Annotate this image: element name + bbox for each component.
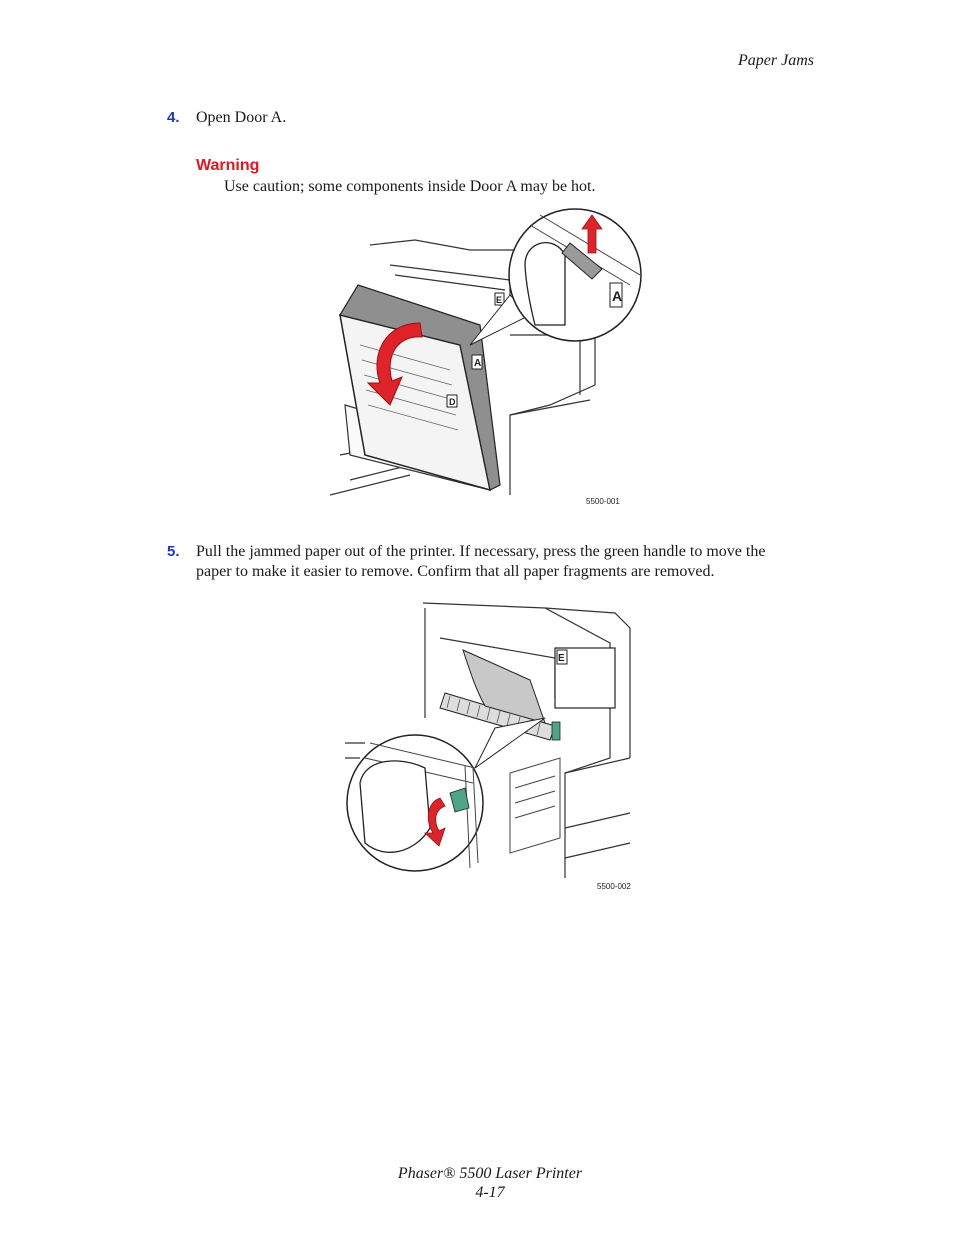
door-label-e: E (558, 653, 565, 664)
figure-remove-jammed-paper: E (345, 598, 637, 888)
callout-green-handle (449, 787, 470, 813)
warning-text: Use caution; some components inside Door… (224, 178, 596, 195)
warning-title: Warning (196, 157, 260, 174)
step-5-line-2: paper to make it easier to remove. Confi… (196, 563, 715, 580)
footer-product: Phaser® 5500 Laser Printer (397, 1165, 583, 1182)
step-5-line-1: Pull the jammed paper out of the printer… (196, 543, 766, 560)
callout-door-label-a: A (612, 288, 622, 304)
hand-icon (524, 242, 566, 326)
green-handle (551, 721, 561, 741)
figure-2-id: 5500-002 (597, 882, 631, 891)
printer-jam-illustration: E (345, 602, 631, 878)
press-handle-arrow (423, 797, 446, 847)
footer-page-number: 4-17 (475, 1184, 505, 1201)
step-4-text: Open Door A. (196, 109, 287, 126)
door-a-latch (561, 242, 603, 280)
figure-1-id: 5500-001 (586, 497, 620, 506)
running-header: Paper Jams (738, 52, 814, 69)
door-label-a: A (474, 358, 481, 369)
step-4-number: 4. (167, 109, 180, 126)
printer-door-a-illustration: D A E A (329, 208, 642, 496)
door-label-d: D (449, 397, 456, 407)
door-label-e: E (496, 295, 502, 305)
lift-arrow (581, 214, 603, 254)
page-footer: Phaser® 5500 Laser Printer 4-17 (0, 1164, 954, 1202)
hand-icon (359, 760, 431, 853)
figure-open-door-a: D A E A (329, 205, 650, 510)
step-5-number: 5. (167, 543, 180, 560)
open-door-arrow (366, 322, 423, 406)
